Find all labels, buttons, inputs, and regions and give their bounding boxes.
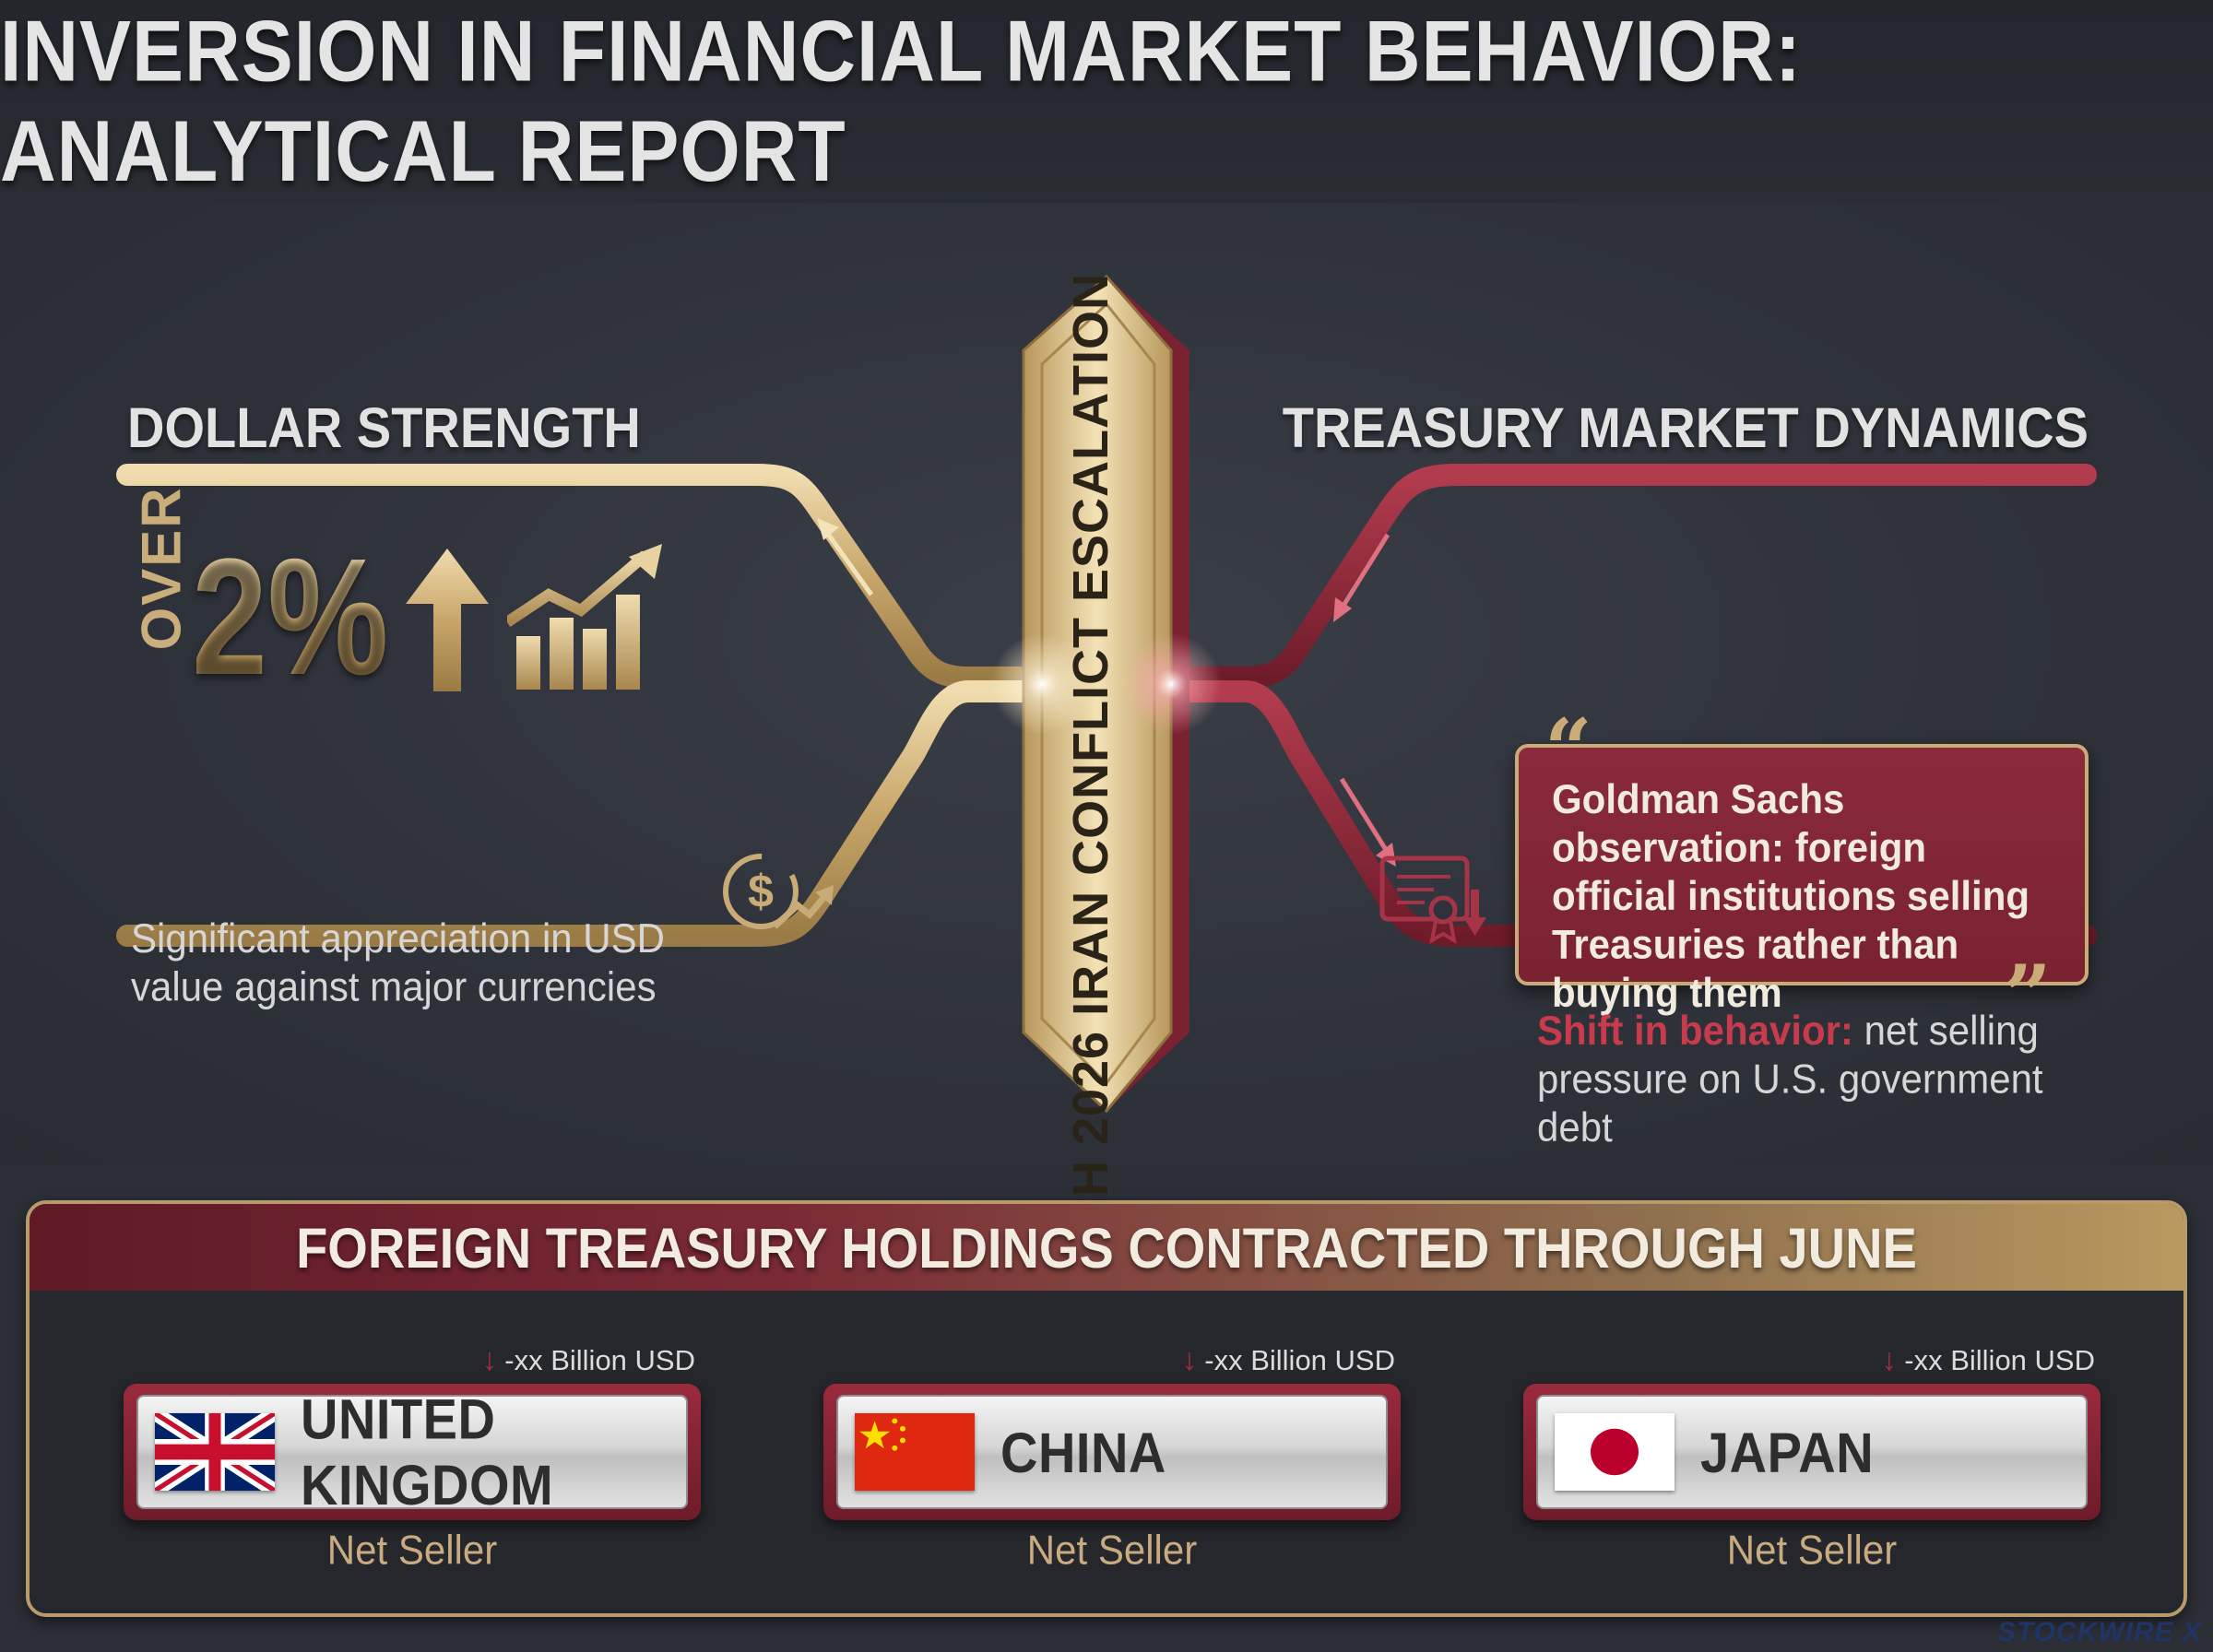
change-label: ↓ -xx Billion USD [481,1342,695,1378]
country-card-uk: ↓ -xx Billion USD UNITED KINGDOM Net Sel… [124,1204,701,1613]
plate-inner: CHINA [836,1395,1388,1509]
country-plate: JAPAN [1523,1384,2101,1520]
page-title: INVERSION IN FINANCIAL MARKET BEHAVIOR: … [0,2,1802,200]
gold-flow-arrow [822,528,874,596]
country-card-japan: ↓ -xx Billion USD JAPAN Net Seller [1523,1204,2101,1613]
dollar-strength-heading: DOLLAR STRENGTH [127,395,641,460]
japan-flag-icon [1555,1413,1675,1491]
gold-lower-track [116,680,1053,947]
goldman-quote-box: Goldman Sachs observation: foreign offic… [1515,744,2089,1015]
down-arrow-icon: ↓ [1181,1342,1198,1377]
down-arrow-icon: ↓ [481,1342,498,1377]
plate-inner: JAPAN [1536,1395,2088,1509]
svg-text:$: $ [748,866,774,917]
spine-inner [1040,301,1156,1086]
country-name: UNITED KINGDOM [301,1386,554,1517]
status-label: Net Seller [326,1527,498,1574]
foreign-holdings-panel: FOREIGN TREASURY HOLDINGS CONTRACTED THR… [26,1200,2187,1617]
bar-chart-up-icon [507,544,662,690]
spine [1022,274,1173,1114]
country-plate: CHINA [823,1384,1401,1520]
change-value: -xx Billion USD [1904,1343,2095,1376]
dollar-description: Significant appreciation in USD value ag… [131,915,665,1009]
gold-flow-arrowhead [817,518,839,540]
red-glow [1120,633,1222,735]
red-flow-arrow-lower [1339,777,1391,855]
spine-event-label: MARCH 2026 IRAN CONFLICT ESCALATION [1063,272,1118,1351]
flow-diagram [116,274,2097,1114]
watermark-logo: STOCKWIRE X [1996,1617,2202,1647]
country-plate: UNITED KINGDOM [124,1384,701,1520]
holdings-header: FOREIGN TREASURY HOLDINGS CONTRACTED THR… [30,1204,2183,1291]
china-flag-icon [855,1413,975,1491]
red-flow-arrow-upper [1339,533,1391,610]
up-arrow-icon [406,549,489,691]
change-label: ↓ -xx Billion USD [1181,1342,1395,1378]
red-flow-arrowhead-upper [1333,597,1352,622]
change-value: -xx Billion USD [504,1343,695,1376]
country-name: JAPAN [1700,1420,1875,1484]
treasury-certificate-icon [1379,856,1486,944]
quote-text: Goldman Sachs observation: foreign offic… [1552,776,2030,1016]
percent-block: OVER 2% [129,485,432,710]
gold-upper-track [116,464,1053,689]
uk-flag-icon [155,1413,275,1491]
red-upper-track [1160,464,2097,689]
plate-inner: UNITED KINGDOM [136,1387,688,1516]
shift-in-behavior-text: Shift in behavior: net selling pressure … [1537,1007,2109,1152]
down-arrow-icon: ↓ [1881,1342,1898,1377]
status-label: Net Seller [1026,1527,1198,1574]
dollar-growth-icon: $ [723,854,834,929]
country-name: CHINA [1000,1420,1166,1484]
over-label: OVER [130,485,193,650]
change-label: ↓ -xx Billion USD [1881,1342,2095,1378]
open-quote-icon: “ [1544,701,1592,798]
header: INVERSION IN FINANCIAL MARKET BEHAVIOR: … [0,0,2213,203]
status-label: Net Seller [1726,1527,1898,1574]
shift-label: Shift in behavior: [1537,1008,1854,1054]
close-quote-icon: ” [2004,947,2052,1044]
main-panel: DOLLAR STRENGTH TREASURY MARKET DYNAMICS… [0,203,2213,1351]
shift-detail: net selling pressure on U.S. government … [1537,1008,2043,1150]
percent-value: 2% [192,525,389,710]
change-value: -xx Billion USD [1204,1343,1395,1376]
holdings-title: FOREIGN TREASURY HOLDINGS CONTRACTED THR… [296,1215,1917,1280]
gold-glow [991,633,1093,735]
treasury-dynamics-heading: TREASURY MARKET DYNAMICS [1282,395,2089,460]
country-card-china: ↓ -xx Billion USD CHINA Net Seller [823,1204,1401,1613]
